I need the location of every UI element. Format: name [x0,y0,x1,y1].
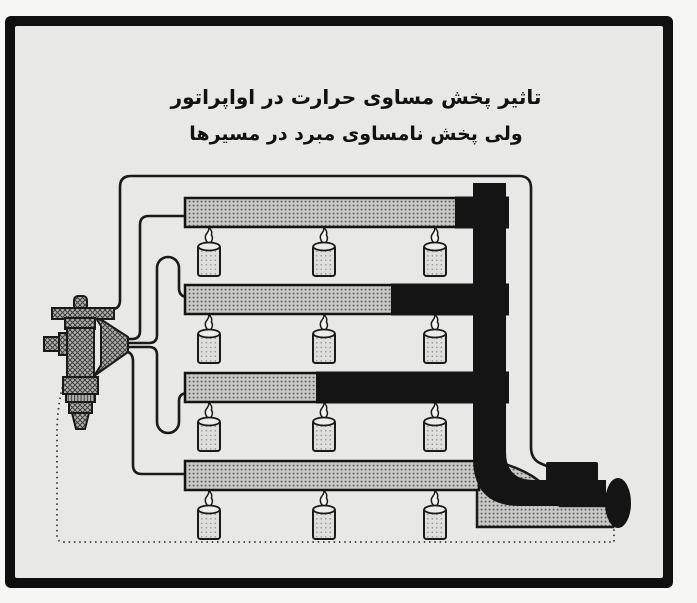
evaporator-circuits [183,196,509,492]
valve-threads [65,393,96,403]
valve-nut [68,401,93,414]
equalizer-dotted-line [56,371,615,543]
evaporator-tube-4 [183,459,481,492]
valve-tip [70,412,91,430]
sensing-bulb [546,462,598,482]
valve-collar [62,376,99,395]
expansion-valve [43,295,129,430]
title-line-1: تاثیر پخش مساوی حرارت در اواپراتور [170,85,542,110]
distributor-tube-4 [125,349,187,476]
distributor-tube-2 [126,255,189,345]
suction-pipe-end-cap [605,478,631,528]
suction-pipe-vapor-section [473,428,606,506]
distributor-tube-3 [126,345,189,435]
distributor-tube-1 [126,214,187,341]
suction-header [473,183,506,453]
bulb-capillary-line [104,174,550,469]
valve-body [66,327,95,380]
valve-inlet-port [43,336,61,352]
title-line-2: ولی پخش نامساوی مبرد در مسیرها [189,123,522,145]
